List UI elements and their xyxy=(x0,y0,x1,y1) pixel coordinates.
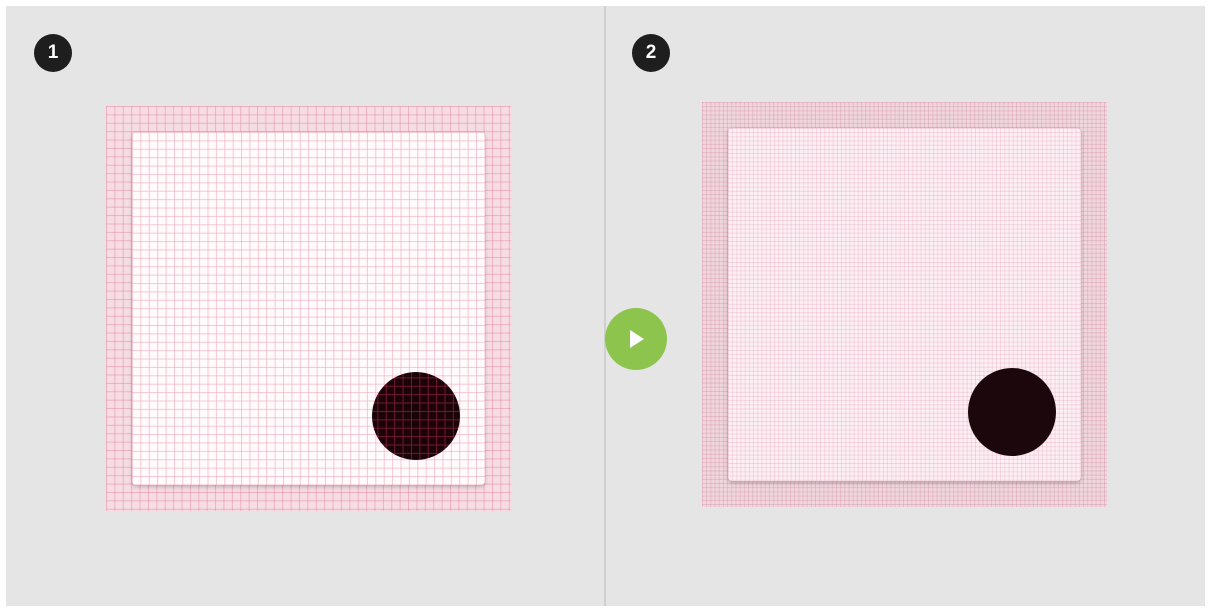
step-1-card xyxy=(132,132,485,485)
comparison-stage: 1 2 xyxy=(6,6,1205,606)
step-2-circle xyxy=(968,368,1056,456)
play-icon xyxy=(630,330,644,348)
step-1-circle xyxy=(372,372,460,460)
step-1-panel: 1 xyxy=(6,6,604,606)
step-1-badge: 1 xyxy=(34,34,72,72)
panel-divider xyxy=(604,6,606,606)
step-2-panel: 2 xyxy=(606,6,1205,606)
step-2-card xyxy=(728,128,1081,481)
step-2-badge: 2 xyxy=(632,34,670,72)
play-button[interactable] xyxy=(605,308,667,370)
